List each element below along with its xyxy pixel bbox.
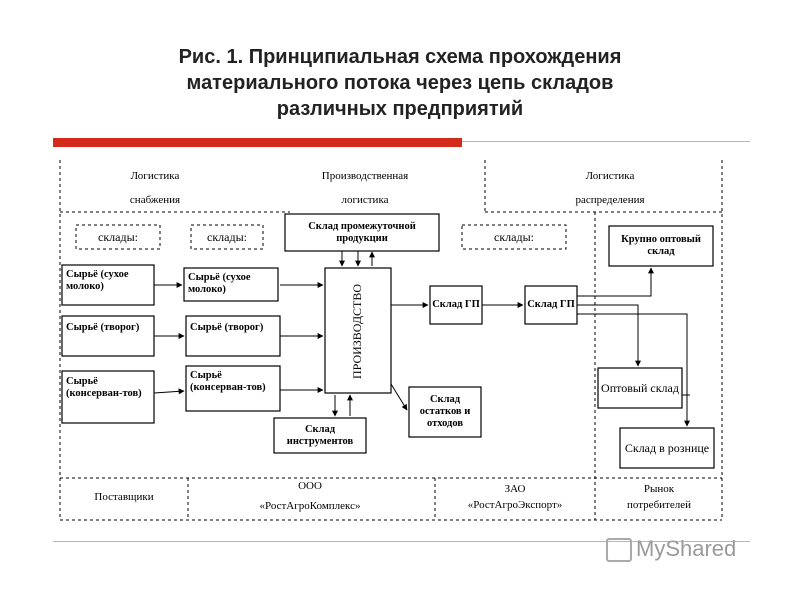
footer-market-line1: Рынок: [643, 483, 675, 495]
footer-ooo-line2: «РостАгроКомплекс»: [259, 500, 361, 512]
logo-icon: [606, 538, 632, 563]
header-distribution-line2: распределения: [575, 194, 645, 206]
footer-zao-line2: «РостАгроЭкспорт»: [467, 499, 563, 511]
raw-mid-milk: Сырьё (сухое молоко): [188, 272, 251, 295]
box-waste-storage: Склад остатков и отходов: [419, 394, 471, 429]
sklady-box-1: [75, 224, 161, 250]
title-line-3: различных предприятий: [276, 98, 524, 120]
sklady-label-2: склады:: [207, 230, 247, 244]
footer-market-line2: потребителей: [627, 499, 691, 511]
box-retail: Склад в рознице: [624, 441, 710, 455]
box-finished-goods-1: Склад ГП: [432, 299, 480, 310]
header-supply-line2: снабжения: [129, 194, 181, 206]
raw-mid-preservatives: Сырьё (консерван-тов): [190, 370, 266, 393]
raw-left-milk: Сырьё (сухое молоко): [66, 269, 129, 292]
raw-left-preservatives: Сырьё (консерван-тов): [66, 376, 142, 399]
production-label: ПРОИЗВОДСТВО: [350, 283, 365, 379]
sklady-box-2: [190, 224, 264, 250]
box-production: ПРОИЗВОДСТВО: [325, 270, 391, 392]
box-large-wholesale: Крупно оптовый склад: [621, 234, 701, 257]
title-underline-thin: [462, 141, 750, 142]
title-line-1: Рис. 1. Принципиальная схема прохождения: [178, 46, 622, 68]
box-intermediate-storage: Склад промежуточной продукции: [308, 220, 416, 244]
page-title: Рис. 1. Принципиальная схема прохождения…: [0, 44, 800, 122]
sklady-label-3: склады:: [494, 230, 534, 244]
header-production-line2: логистика: [341, 194, 389, 206]
box-tools-storage: Склад инструментов: [286, 423, 354, 447]
footer-suppliers: Поставщики: [94, 491, 154, 503]
box-wholesale: Оптовый склад: [601, 381, 679, 395]
header-distribution-line1: Логистика: [585, 170, 635, 182]
header-supply-line1: Логистика: [130, 170, 180, 182]
footer-ooo-line1: ООО: [298, 480, 322, 492]
raw-mid-curd: Сырьё (творог): [190, 322, 264, 333]
footer-zao-line1: ЗАО: [504, 483, 526, 495]
bottom-divider: [53, 541, 750, 542]
sklady-label-1: склады:: [98, 230, 138, 244]
watermark-logo: MyShared: [606, 536, 737, 563]
logo-text: MyShared: [636, 536, 737, 561]
sklady-box-3: [461, 224, 567, 250]
title-underline-accent: [53, 138, 462, 147]
header-production-line1: Производственная: [321, 170, 409, 182]
raw-left-curd: Сырьё (творог): [66, 322, 140, 333]
title-line-2: материального потока через цепь складов: [186, 72, 614, 94]
box-finished-goods-2: Склад ГП: [527, 299, 575, 310]
